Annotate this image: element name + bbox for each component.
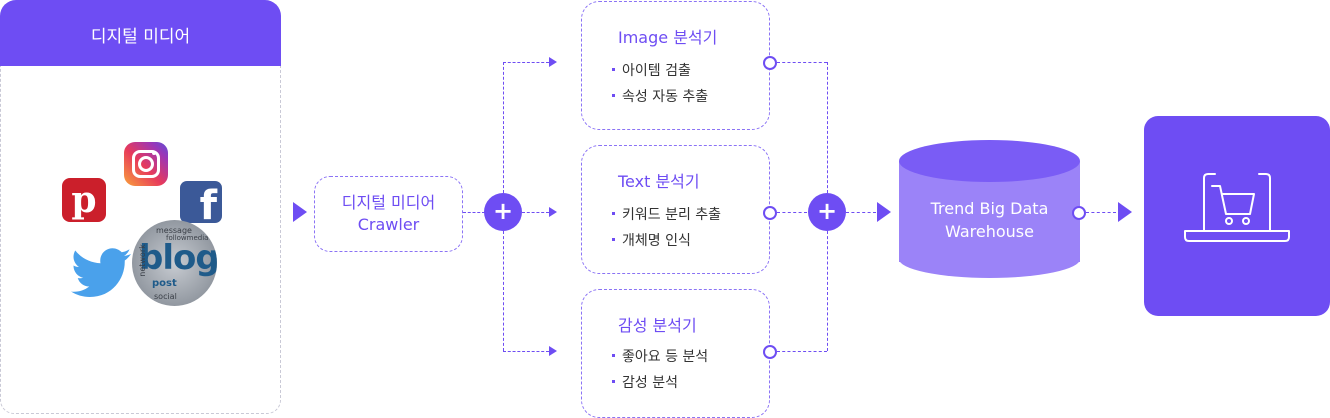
warehouse-label-line2: Warehouse <box>945 222 1034 241</box>
arrow-to-warehouse <box>877 202 891 222</box>
warehouse-cylinder-top <box>899 140 1080 182</box>
image-analyzer-port <box>763 56 777 70</box>
branch-text-line <box>522 212 549 213</box>
sentiment-analyzer-title: 감성 분석기 <box>618 316 697 335</box>
twitter-icon <box>71 248 131 297</box>
digital-media-panel-body <box>0 66 281 414</box>
warehouse-port <box>1072 206 1086 220</box>
text-analyzer-port <box>763 206 777 220</box>
sentiment-analyzer-port <box>763 345 777 359</box>
digital-media-panel-title: 디지털 미디어 <box>90 27 191 47</box>
text-analyzer-item: 개체명 인식 <box>612 230 691 250</box>
image-analyzer-item: 아이템 검출 <box>612 60 691 80</box>
plus-to-warehouse-line <box>846 212 876 213</box>
merge-text-line <box>777 212 807 213</box>
branch-down-line <box>503 231 504 351</box>
digital-media-panel: 디지털 미디어 <box>0 0 281 415</box>
branch-sentiment-line <box>503 351 549 352</box>
crawler-to-plus-connector <box>463 212 485 213</box>
crawler-label-line2: Crawler <box>357 215 420 234</box>
arrow-to-image-analyzer <box>549 57 557 67</box>
image-analyzer-item: 속성 자동 추출 <box>611 86 708 106</box>
merge-sentiment-line <box>777 351 827 352</box>
sentiment-analyzer-box: 감성 분석기 좋아요 등 분석 감성 분석 <box>581 289 770 418</box>
blog-icon: message followmedia blog post social net… <box>132 220 217 306</box>
arrow-to-crawler <box>293 202 307 222</box>
warehouse-to-shop-line <box>1086 212 1116 213</box>
merge-plus-left: + <box>484 193 522 231</box>
arrow-to-shop <box>1118 202 1132 222</box>
image-analyzer-title: Image 분석기 <box>618 28 718 47</box>
sentiment-analyzer-item: 감성 분석 <box>612 372 678 392</box>
arrow-to-text-analyzer <box>549 207 557 217</box>
instagram-icon <box>124 142 168 186</box>
laptop-shopping-cart-icon <box>1184 173 1290 242</box>
branch-up-line <box>503 62 504 193</box>
branch-image-line <box>503 62 549 63</box>
image-analyzer-box: Image 분석기 아이템 검출 속성 자동 추출 <box>581 1 770 130</box>
merge-up-line <box>827 62 828 193</box>
facebook-icon: f <box>180 181 222 223</box>
merge-plus-right: + <box>808 193 846 231</box>
warehouse-label-line1: Trend Big Data <box>930 199 1049 218</box>
digital-media-panel-header: 디지털 미디어 <box>0 0 281 66</box>
online-shop-box <box>1144 116 1330 316</box>
sentiment-analyzer-item: 좋아요 등 분석 <box>611 346 708 366</box>
crawler-box: 디지털 미디어 Crawler <box>314 176 463 252</box>
text-analyzer-title: Text 분석기 <box>618 172 700 191</box>
pinterest-icon: p <box>62 178 106 222</box>
arrow-to-sentiment-analyzer <box>549 346 557 356</box>
text-analyzer-item: 키워드 분리 추출 <box>611 204 721 224</box>
merge-down-line <box>827 231 828 351</box>
merge-image-line <box>777 62 827 63</box>
warehouse-label: Trend Big Data Warehouse <box>899 197 1080 243</box>
text-analyzer-box: Text 분석기 키워드 분리 추출 개체명 인식 <box>581 145 770 274</box>
crawler-label-line1: 디지털 미디어 <box>341 193 436 212</box>
